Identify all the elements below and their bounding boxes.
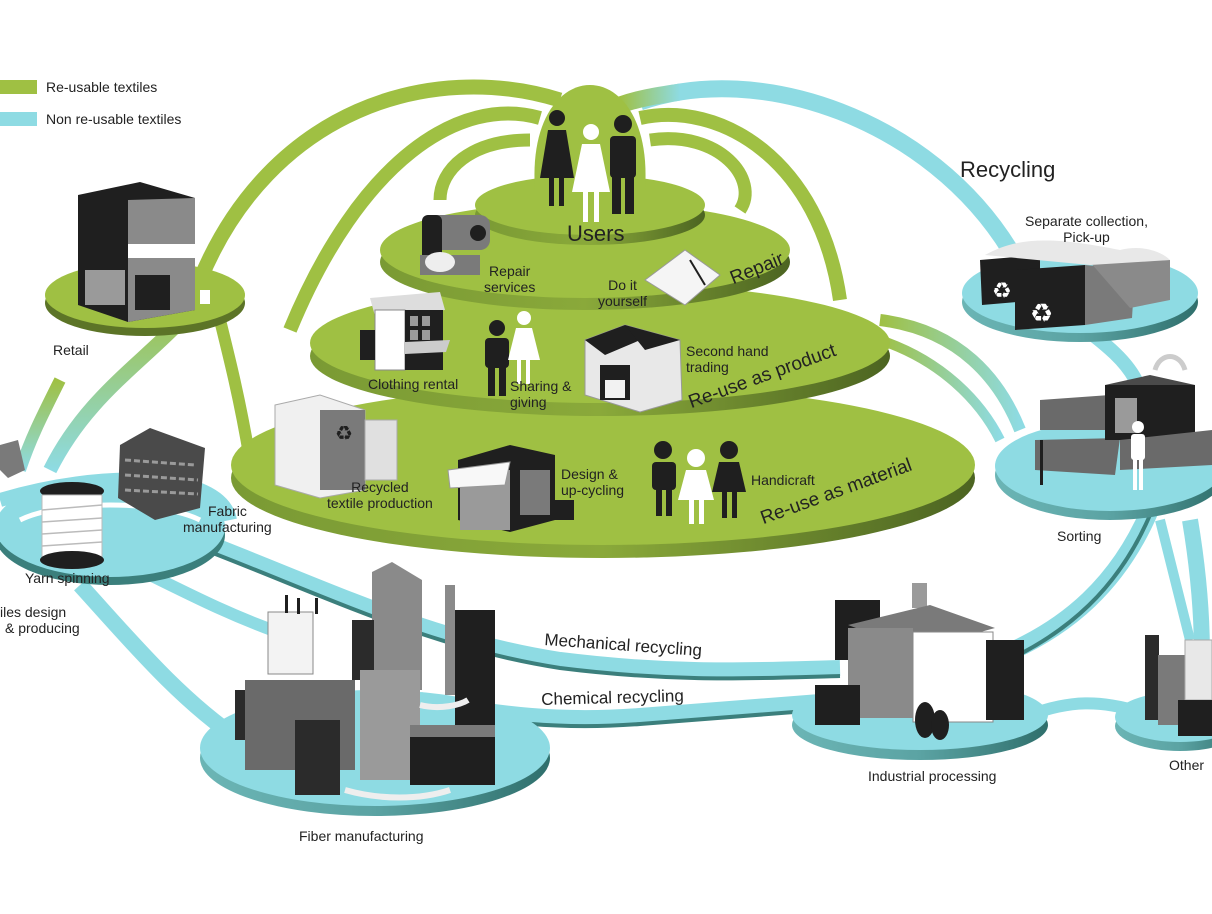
svg-text:♻: ♻ [992, 279, 1012, 304]
collection-label: Separate collection, Pick-up [1025, 213, 1148, 245]
design-upcycling-label: Design & up-cycling [561, 466, 624, 498]
sharing-line1: Sharing & [510, 378, 572, 394]
diy-line1: Do it [608, 277, 637, 293]
textiles-line1: iles design [0, 604, 67, 620]
yarn-spinning-label: Yarn spinning [25, 570, 110, 586]
repair-services-line1: Repair [489, 263, 531, 279]
textiles-line2: & producing [5, 620, 80, 636]
upcycling-shop-icon [447, 445, 574, 532]
svg-text:♻: ♻ [1030, 299, 1053, 329]
industrial-factory-icon [815, 583, 1024, 740]
fabric-line2: manufacturing [183, 519, 272, 535]
design-line2: up-cycling [561, 482, 625, 498]
clothing-rental-icon [360, 292, 450, 371]
partial-machine-icon [0, 440, 25, 478]
collection-line1: Separate collection, [1025, 213, 1148, 229]
svg-text:♻: ♻ [335, 421, 353, 445]
legend-item-reusable: Re-usable textiles [0, 79, 157, 95]
recycled-line2: textile production [327, 495, 433, 511]
other-buildings-icon [1145, 635, 1212, 736]
yarn-spool-icon [40, 482, 104, 569]
material-tier [231, 385, 975, 558]
second-hand-label: Second hand trading [686, 343, 769, 375]
recycled-textile-label: Recycled textile production [327, 479, 433, 511]
other-label: Other [1169, 757, 1205, 773]
flow-users-to-retail [193, 79, 563, 283]
legend-item-non-reusable: Non re-usable textiles [0, 111, 181, 127]
legend-swatch-reusable [0, 80, 37, 94]
diy-line2: yourself [598, 293, 648, 309]
collection-line2: Pick-up [1063, 229, 1110, 245]
retail-label: Retail [53, 342, 89, 358]
users-label: Users [567, 221, 625, 246]
flow-mechanical-recycling [197, 532, 841, 679]
fabric-line1: Fabric [208, 503, 247, 519]
recycled-textile-building-icon: ♻ [274, 394, 398, 499]
diy-label: Do it yourself [598, 277, 647, 309]
fiber-factory-icon [235, 562, 495, 801]
sharing-people-icon [485, 311, 540, 396]
handicraft-people-icon [652, 441, 746, 524]
legend-label-reusable: Re-usable textiles [46, 79, 158, 95]
retail-building-icon [78, 182, 210, 322]
legend-label-non-reusable: Non re-usable textiles [46, 111, 182, 127]
second-hand-line2: trading [686, 359, 729, 375]
industrial-processing-label: Industrial processing [868, 768, 997, 784]
collection-bins-icon: ♻ ♻ [980, 240, 1170, 330]
users-icon [540, 110, 636, 222]
clothing-rental-label: Clothing rental [368, 376, 459, 392]
sewing-machine-icon [420, 215, 490, 275]
repair-services-label: Repair services [484, 263, 535, 295]
diy-cloth-icon [644, 249, 721, 306]
fabric-icon [118, 428, 205, 520]
flow-users-to-recycling [637, 80, 1018, 255]
handicraft-label: Handicraft [751, 472, 815, 488]
legend-swatch-non-reusable [0, 112, 37, 126]
second-hand-line1: Second hand [686, 343, 769, 359]
sharing-line2: giving [510, 394, 547, 410]
recycling-title: Recycling [960, 157, 1056, 182]
fiber-manufacturing-label: Fiber manufacturing [299, 828, 424, 844]
chemical-recycling-label: Chemical recycling [540, 686, 685, 709]
textiles-design-label: iles design & producing [0, 604, 80, 636]
sharing-giving-label: Sharing & giving [510, 378, 571, 410]
second-hand-warehouse-icon [584, 324, 683, 413]
repair-services-line2: services [484, 279, 536, 295]
recycled-line1: Recycled [351, 479, 409, 495]
fabric-manufacturing-label: Fabric manufacturing [183, 503, 272, 535]
sorting-label: Sorting [1057, 528, 1102, 544]
design-line1: Design & [561, 466, 618, 482]
sorting-machine-icon [1035, 354, 1212, 490]
